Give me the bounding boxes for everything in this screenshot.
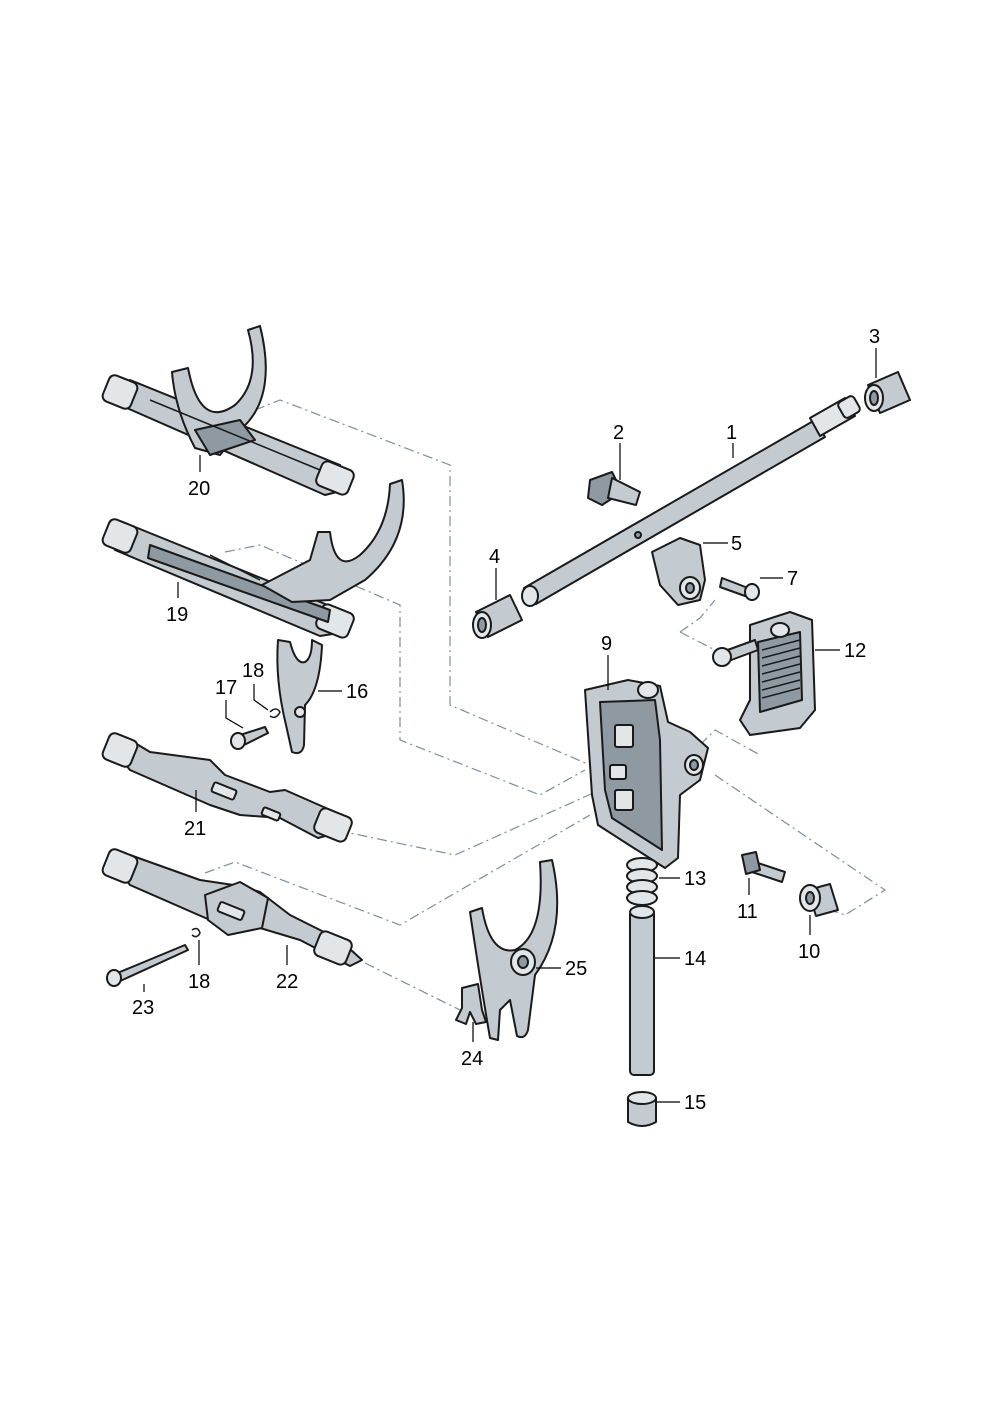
- bushing-4: [472, 594, 523, 639]
- callout-11: 11: [737, 901, 758, 923]
- clip-24: [455, 983, 487, 1025]
- callout-13: 13: [684, 868, 706, 890]
- callout-4: 4: [489, 546, 500, 568]
- pin-14: [629, 905, 655, 1076]
- callout-14: 14: [684, 948, 706, 970]
- callout-22: 22: [276, 971, 298, 993]
- callout-3: 3: [869, 326, 880, 348]
- shift-gate-housing-9: [584, 679, 709, 869]
- bushing-3: [864, 371, 911, 414]
- callout-25: 25: [565, 958, 587, 980]
- bolt-7: [719, 577, 760, 601]
- locking-unit-12: [712, 611, 816, 736]
- shift-shaft-1: [521, 395, 861, 607]
- callout-labels: 1 2 3 4 5 7 9 10 11 12 13 14 15 16 17 18…: [132, 326, 880, 1114]
- callout-1: 1: [726, 422, 737, 444]
- shift-fork-25: [469, 859, 559, 1041]
- callout-18-lower: 18: [188, 971, 210, 993]
- callout-19: 19: [166, 604, 188, 626]
- bolt-17: [230, 726, 269, 750]
- callout-18-upper: 18: [242, 660, 264, 682]
- callout-23: 23: [132, 997, 154, 1019]
- shift-fork-rail-19: [101, 479, 405, 639]
- shift-fork-16: [276, 639, 323, 755]
- callout-17: 17: [215, 677, 237, 699]
- shift-rail-21: [101, 732, 353, 843]
- clip-18-upper: [269, 708, 281, 719]
- callout-5: 5: [731, 533, 742, 555]
- callout-9: 9: [601, 633, 612, 655]
- callout-20: 20: [188, 478, 210, 500]
- shift-rail-22: [101, 848, 363, 967]
- shift-finger-5: [651, 537, 706, 606]
- spring-13: [626, 857, 658, 906]
- leader-lines: [143, 348, 877, 1103]
- shift-fork-rail-20: [101, 325, 355, 496]
- plug-bolt-2: [587, 471, 641, 506]
- callout-16: 16: [346, 681, 368, 703]
- callout-10: 10: [798, 941, 820, 963]
- callout-7: 7: [787, 568, 798, 590]
- callout-15: 15: [684, 1092, 706, 1114]
- assembly-reference-lines: [204, 399, 887, 1011]
- plug-15: [627, 1091, 657, 1127]
- callout-12: 12: [844, 640, 866, 662]
- clip-18-lower: [191, 927, 201, 938]
- callout-24: 24: [461, 1048, 483, 1070]
- bushing-10: [799, 883, 839, 917]
- bolt-11: [741, 851, 786, 883]
- callout-21: 21: [184, 818, 206, 840]
- callout-2: 2: [613, 422, 624, 444]
- bolt-23: [106, 944, 189, 987]
